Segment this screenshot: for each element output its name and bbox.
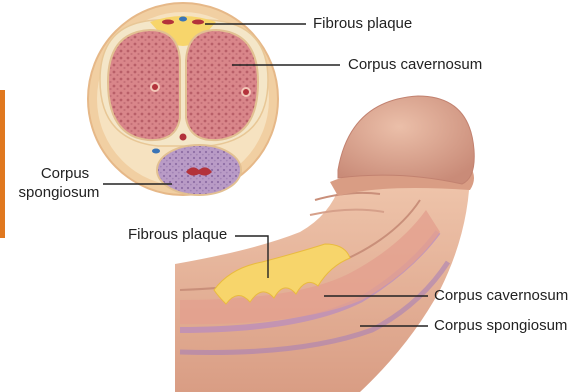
label-side-corpus-spongiosum: Corpus spongiosum: [434, 317, 567, 335]
left-corpus-cavernosum: [108, 30, 180, 140]
label-corpus-spongiosum-line1: Corpus: [30, 165, 100, 183]
label-corpus-spongiosum-line2: spongiosum: [14, 184, 104, 202]
cross-section: [88, 3, 278, 195]
accent-bar: [0, 90, 5, 238]
right-corpus-cavernosum: [186, 30, 258, 140]
glans: [338, 96, 474, 184]
label-top-corpus-cavernosum: Corpus cavernosum: [348, 56, 482, 74]
label-top-fibrous-plaque: Fibrous plaque: [313, 15, 412, 33]
label-side-corpus-cavernosum: Corpus cavernosum: [434, 287, 568, 305]
label-side-fibrous-plaque: Fibrous plaque: [128, 226, 227, 244]
